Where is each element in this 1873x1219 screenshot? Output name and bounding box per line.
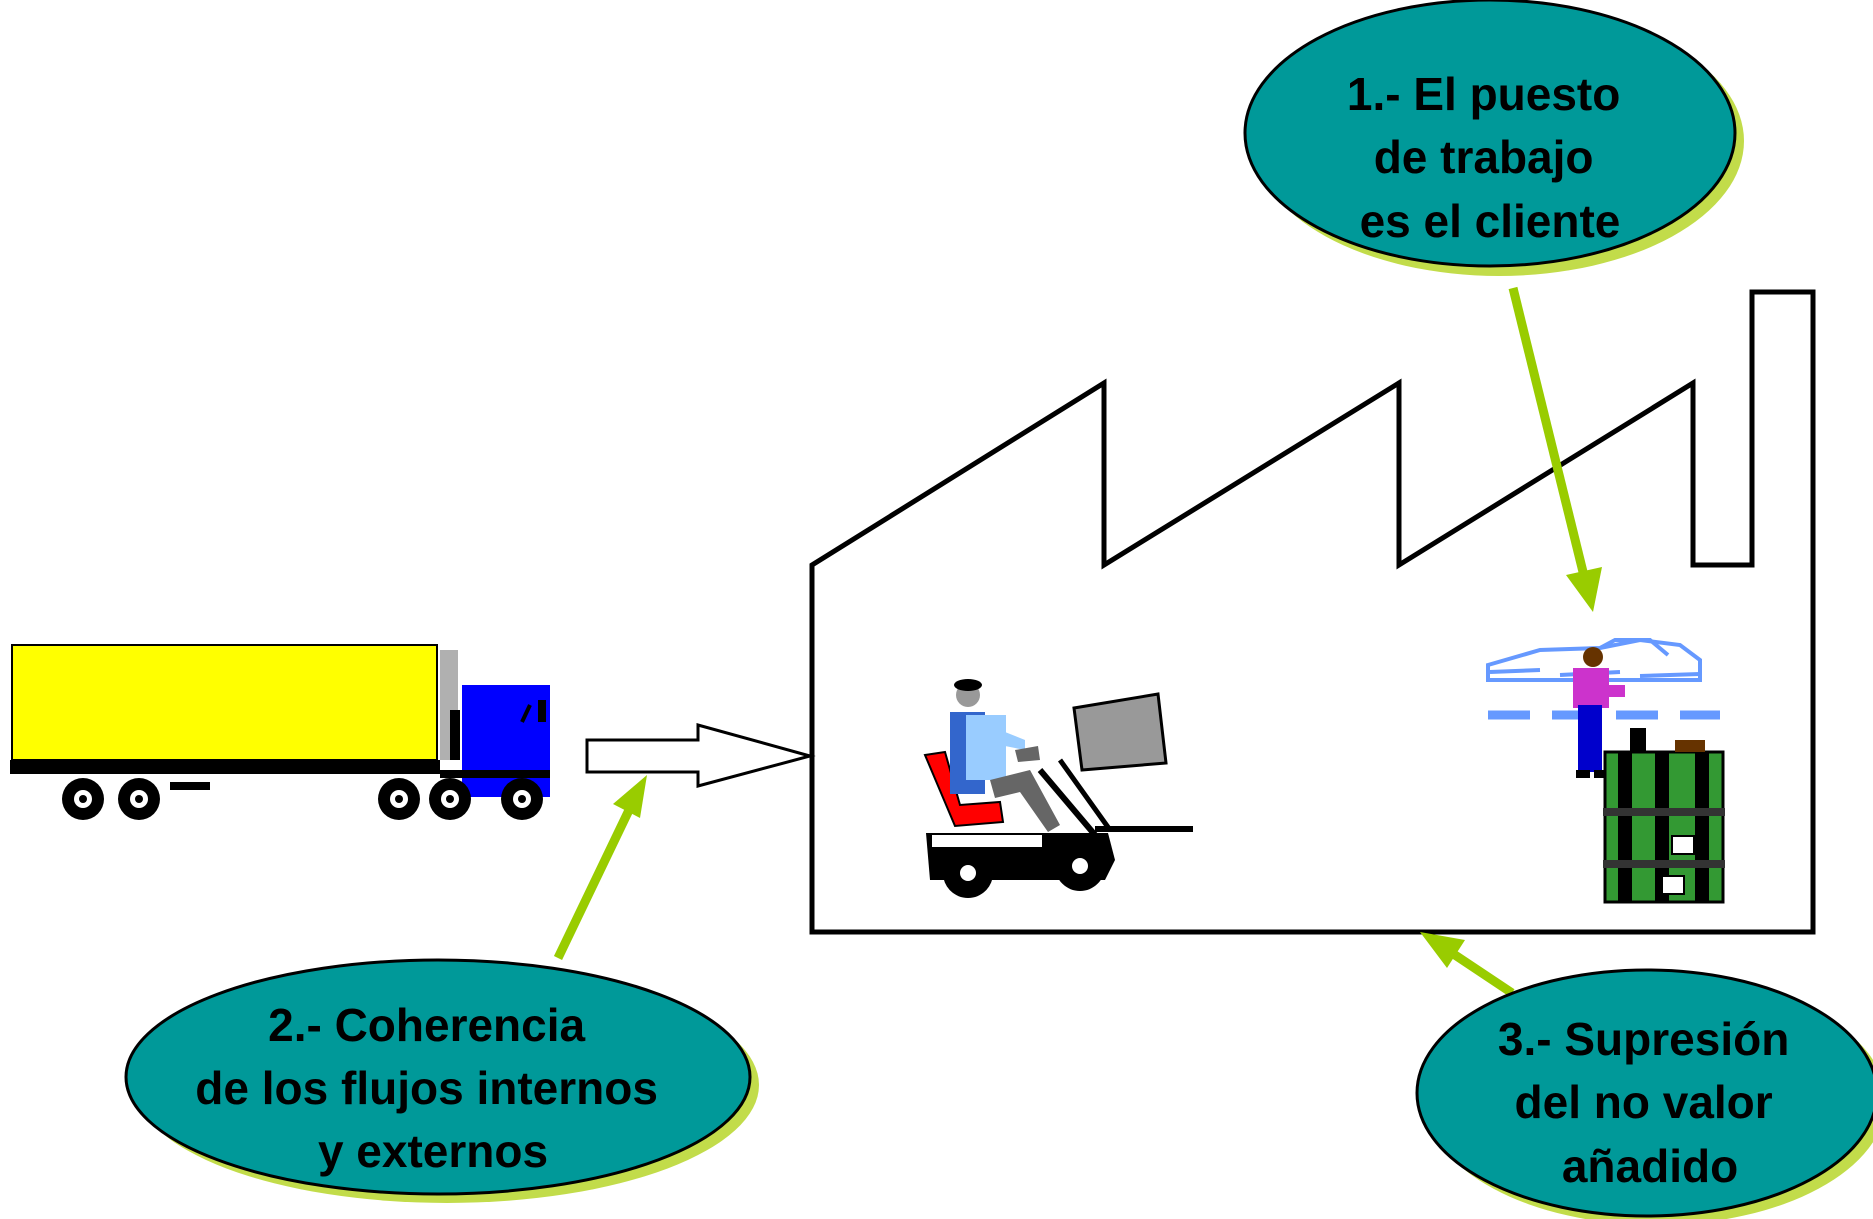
callout-2-line-2: de los flujos internos (195, 1062, 658, 1114)
arrow-to-workstation (1508, 286, 1602, 612)
forklift-icon (923, 679, 1193, 898)
arrow-to-factory-floor (1420, 932, 1515, 997)
svg-text:2.- Coherencia de los fl: 2.- Coherencia de los flujos internos y … (195, 999, 670, 1177)
callout-2-line-3: y externos (318, 1125, 548, 1177)
pallet-rack-icon (1603, 728, 1725, 904)
callout-2-line-1: 2.- Coherencia (268, 999, 585, 1051)
callout-1-line-3: es el cliente (1360, 195, 1621, 247)
callout-3: 3.- Supresión del no valor añadido (1415, 968, 1873, 1219)
callout-1: 1.- El puesto de trabajo es el cliente (1243, 0, 1744, 276)
callout-3-line-1: 3.- Supresión (1498, 1013, 1789, 1065)
svg-text:1.- El puesto de trabaj: 1.- El puesto de trabajo es el cliente (1347, 68, 1633, 247)
callout-3-line-3: añadido (1562, 1140, 1738, 1192)
worker-icon (1486, 637, 1720, 778)
callout-1-line-1: 1.- El puesto (1347, 68, 1620, 120)
arrow-to-flow (553, 775, 647, 960)
callout-1-line-2: de trabajo (1374, 131, 1594, 183)
svg-text:3.- Supresión del no val: 3.- Supresión del no valor añadido (1498, 1013, 1802, 1192)
flow-arrow-icon (585, 723, 816, 788)
factory-icon (809, 289, 1816, 935)
truck-icon (10, 644, 550, 820)
callout-3-line-2: del no valor (1515, 1076, 1773, 1128)
callout-2: 2.- Coherencia de los flujos internos y … (124, 958, 759, 1203)
